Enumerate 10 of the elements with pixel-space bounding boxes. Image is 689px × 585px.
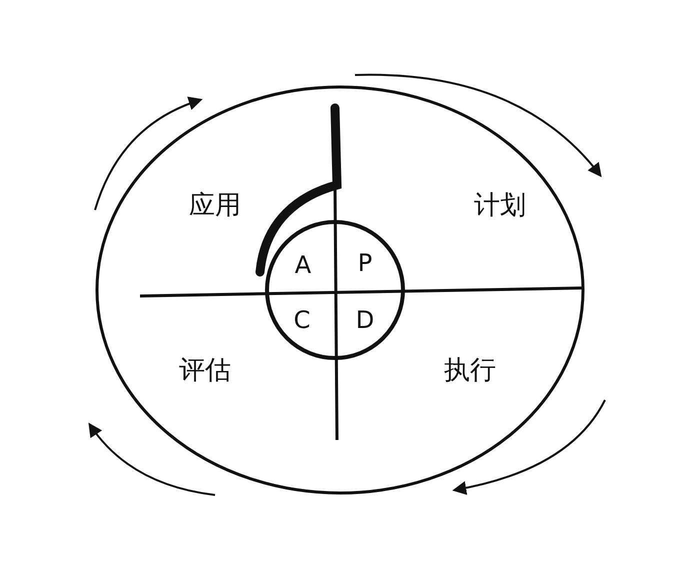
center-circle <box>265 220 405 360</box>
stage-label: 计划 <box>474 190 526 222</box>
cycle-ellipse <box>95 85 585 495</box>
stage-label: 应用 <box>189 190 241 222</box>
stage-letter: C <box>294 306 310 334</box>
stage-letter: A <box>294 251 312 279</box>
stage-letter: D <box>356 306 374 334</box>
stage-letter: P <box>358 249 372 277</box>
stage-label: 评估 <box>179 354 231 388</box>
stage-label: 执行 <box>444 354 496 388</box>
